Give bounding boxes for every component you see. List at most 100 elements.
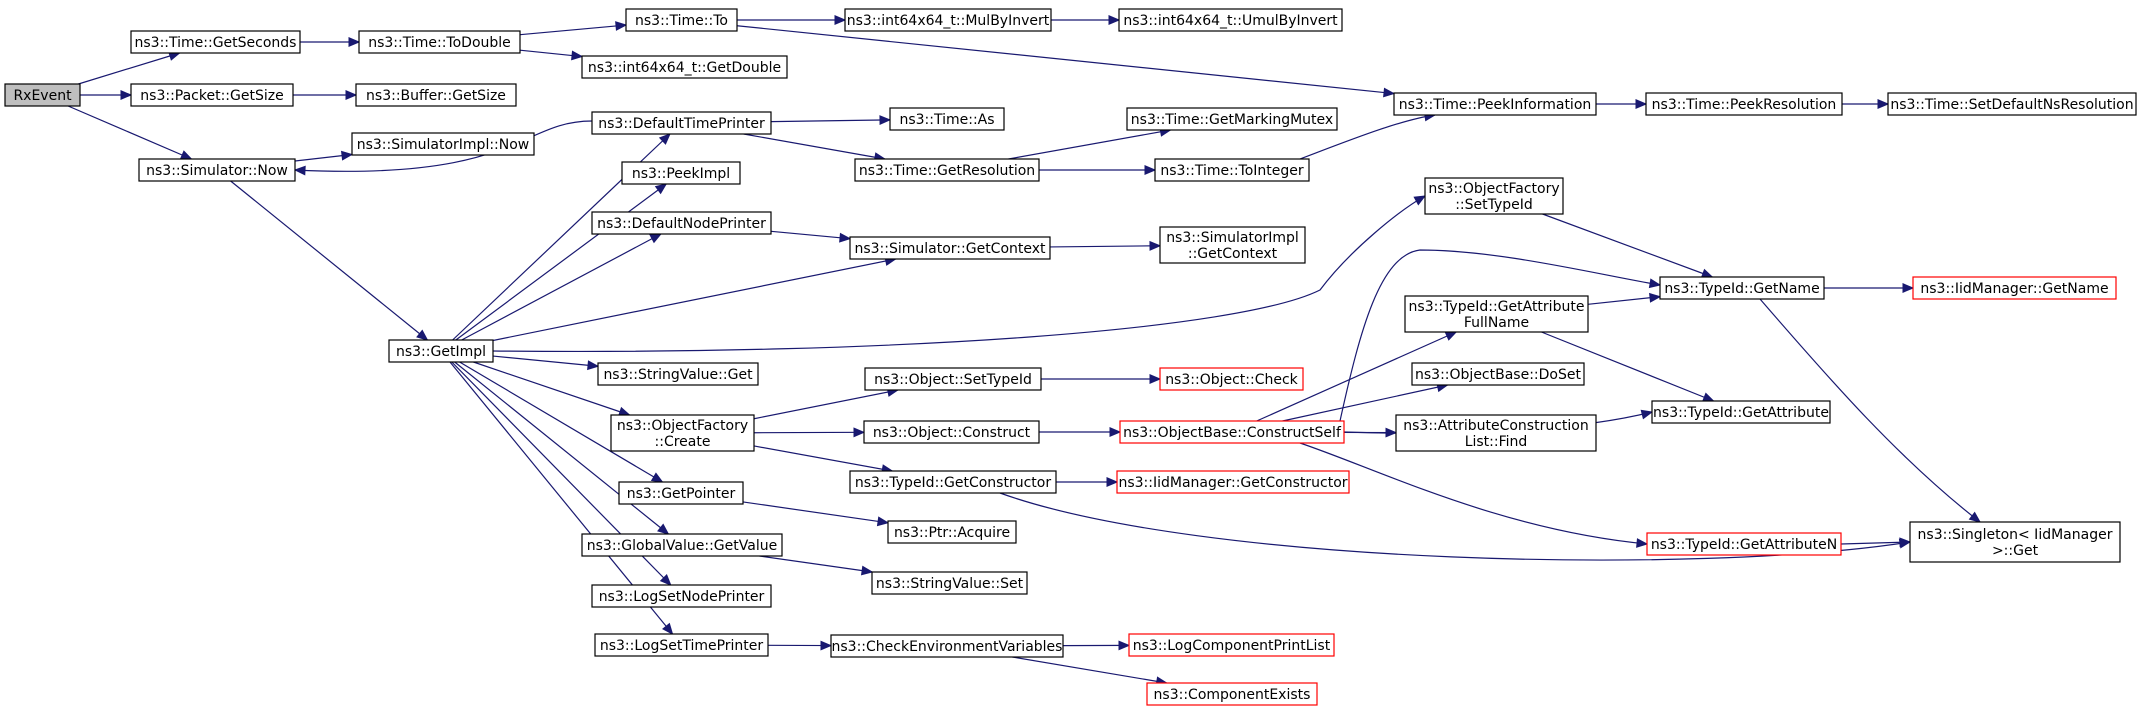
graph-node[interactable]: ns3::GetPointer [618,481,744,505]
node-label: ns3::CheckEnvironmentVariables [832,639,1063,655]
graph-node[interactable]: ns3::GlobalValue::GetValue [581,533,783,557]
graph-node[interactable]: ns3::Simulator::Now [138,158,296,182]
node-box [1651,400,1831,424]
graph-node[interactable]: ns3::Simulator::GetContext [849,236,1051,260]
edge-n0-to-n3 [67,105,192,160]
graph-node[interactable]: ns3::int64x64_t::GetDouble [581,55,788,79]
graph-node[interactable]: ns3::TypeId::GetConstructor [849,470,1057,494]
edge-n43-to-n47-arrowhead [1877,99,1890,109]
edge-n25-to-n35-arrowhead [1106,477,1119,487]
edge-n16-to-n27 [759,555,873,573]
graph-node[interactable]: ns3::Ptr::Acquire [887,520,1017,544]
node-label: ns3::Ptr::Acquire [894,525,1010,541]
call-edge [300,37,361,47]
call-edge [1840,537,1912,548]
graph-node[interactable]: ns3::LogSetNodePrinter [591,584,772,608]
edge-n28-to-n37 [1012,656,1167,684]
edge-n39-to-n44-arrowhead [1700,268,1714,278]
graph-node[interactable]: ns3::Time::ToInteger [1154,158,1310,182]
graph-node[interactable]: ns3::Time::PeekInformation [1393,92,1597,116]
call-edge [454,361,670,535]
edge-n21-to-n31-arrowhead [1144,165,1157,175]
edge-n7-to-n16-arrowhead [657,523,670,535]
edge-n2-to-n5-arrowhead [345,90,358,100]
graph-node-root[interactable]: RxEvent [4,83,81,107]
node-label: ns3::GlobalValue::GetValue [587,538,777,554]
graph-node[interactable]: ns3::CheckEnvironmentVariables [830,634,1064,658]
node-label: RxEvent [13,88,72,104]
graph-node[interactable]: ns3::Buffer::GetSize [355,83,517,107]
node-label: ns3::IidManager::GetConstructor [1118,475,1347,491]
graph-node[interactable]: ns3::Time::GetResolution [854,158,1040,182]
graph-node[interactable]: ns3::IidManager::GetConstructor [1116,470,1350,494]
graph-node[interactable]: ns3::ObjectFactory::Create [610,414,755,452]
graph-node[interactable]: ns3::Time::GetSeconds [130,30,301,54]
graph-node[interactable]: ns3::int64x64_t::MulByInvert [844,8,1052,32]
graph-node[interactable]: ns3::Singleton< IidManager >::Get [1909,521,2121,563]
graph-node[interactable]: ns3::ObjectBase::DoSet [1411,362,1585,386]
edge-n14-to-n25 [753,445,893,472]
graph-node[interactable]: ns3::TypeId::GetAttribute [1651,400,1831,424]
graph-node[interactable]: ns3::Time::As [889,107,1005,131]
edge-n7-to-n11-arrowhead [654,183,668,195]
graph-node[interactable]: ns3::LogSetTimePrinter [594,633,769,657]
node-box [594,633,769,657]
call-edge [1596,99,1648,109]
node-label: ns3::ComponentExists [1154,687,1311,703]
graph-node[interactable]: ns3::GetImpl [388,339,494,363]
node-box [830,634,1064,658]
edge-n7-to-n16 [454,361,669,535]
node-label: ns3::ObjectFactory [1428,181,1559,197]
graph-node[interactable]: ns3::Time::SetDefaultNsResolution [1887,92,2137,116]
call-edge [1299,442,1649,548]
graph-node[interactable]: ns3::Time::ToDouble [358,30,521,54]
node-label: ns3::GetImpl [396,344,486,360]
graph-node[interactable]: ns3::int64x64_t::UmulByInvert [1118,8,1343,32]
node-box [1159,226,1306,264]
graph-node[interactable]: ns3::TypeId::GetAttributeN [1646,532,1842,556]
graph-node[interactable]: ns3::SimulatorImpl::Now [351,132,535,156]
edge-n7-to-n39-arrowhead [1413,195,1427,206]
nodes-layer: RxEvent ns3::Time::GetSecondsns3::Packet:… [4,8,2137,706]
node-label: ns3::Packet::GetSize [140,88,283,104]
call-edge [770,115,892,125]
node-label: ns3::Time::ToDouble [368,35,511,51]
graph-node[interactable]: ns3::Time::To [625,8,738,32]
edge-n34-to-n46-arrowhead [1636,538,1649,548]
node-label: ns3::StringValue::Set [876,576,1024,592]
graph-node[interactable]: ns3::DefaultNodePrinter [591,211,772,235]
graph-node[interactable]: ns3::ObjectBase::ConstructSelf [1119,420,1345,444]
graph-node[interactable]: ns3::Time::GetMarkingMutex [1126,107,1338,131]
node-box [130,83,294,107]
graph-node[interactable]: ns3::Object::Check [1159,367,1304,391]
graph-node[interactable]: ns3::ObjectFactory::SetTypeId [1424,177,1564,215]
node-box [871,571,1028,595]
node-label: ns3::Time::ToInteger [1160,163,1304,179]
graph-node[interactable]: ns3::DefaultTimePrinter [591,111,772,135]
edge-n15-to-n26 [742,501,889,524]
graph-node[interactable]: ns3::StringValue::Set [871,571,1028,595]
call-edge [1587,292,1662,305]
graph-node[interactable]: ns3::StringValue::Get [597,362,759,386]
graph-node[interactable]: ns3::TypeId::GetName [1659,276,1825,300]
node-box [1126,107,1338,131]
graph-node[interactable]: ns3::Time::PeekResolution [1645,92,1843,116]
graph-node[interactable]: ns3::Packet::GetSize [130,83,294,107]
edge-n8-to-n19-arrowhead [834,15,847,25]
edge-n40-to-n44 [1587,296,1661,305]
graph-node[interactable]: ns3::ComponentExists [1146,682,1318,706]
edge-n39-to-n44 [1542,213,1713,278]
graph-node[interactable]: ns3::LogComponentPrintList [1128,633,1335,657]
graph-node[interactable]: ns3::IidManager::GetName [1912,276,2117,300]
graph-node[interactable]: ns3::Object::SetTypeId [864,367,1042,391]
graph-node[interactable]: ns3::Object::Construct [863,420,1040,444]
graph-node[interactable]: ns3::SimulatorImpl::GetContext [1159,226,1306,264]
node-label: FullName [1464,315,1529,331]
call-edge [753,387,900,420]
node-box [591,584,772,608]
node-box [849,470,1057,494]
graph-node[interactable]: ns3::PeekImpl [621,161,741,185]
